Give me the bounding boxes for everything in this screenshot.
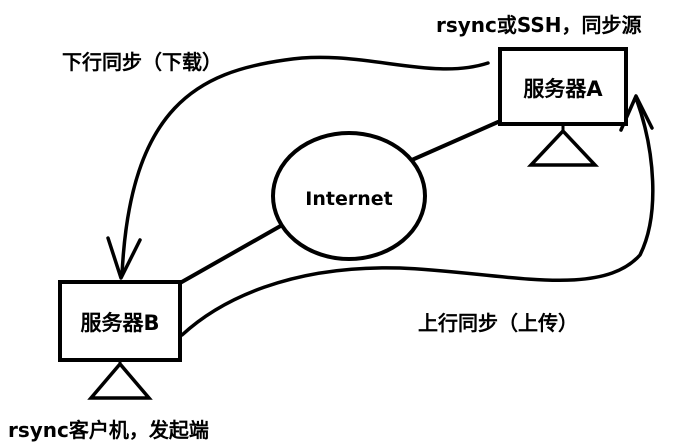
server-a-label: 服务器A	[523, 77, 603, 101]
internet-node	[271, 131, 427, 261]
download-sync-arrow	[120, 55, 490, 277]
download-caption: 下行同步（下载）	[62, 50, 222, 74]
internet-label: Internet	[305, 188, 392, 210]
server-b-label: 服务器B	[80, 311, 159, 335]
link-internet-to-server-b	[178, 222, 286, 285]
link-internet-to-server-a	[403, 120, 500, 165]
upload-sync-arrow	[180, 96, 655, 337]
server-a-stand-icon	[526, 128, 600, 167]
client-caption: rsync客户机，发起端	[8, 418, 209, 442]
server-b-stand-icon	[87, 361, 153, 400]
download-arrowhead	[106, 236, 142, 280]
upload-caption: 上行同步（上传）	[418, 311, 578, 335]
source-caption: rsync或SSH，同步源	[436, 13, 642, 37]
